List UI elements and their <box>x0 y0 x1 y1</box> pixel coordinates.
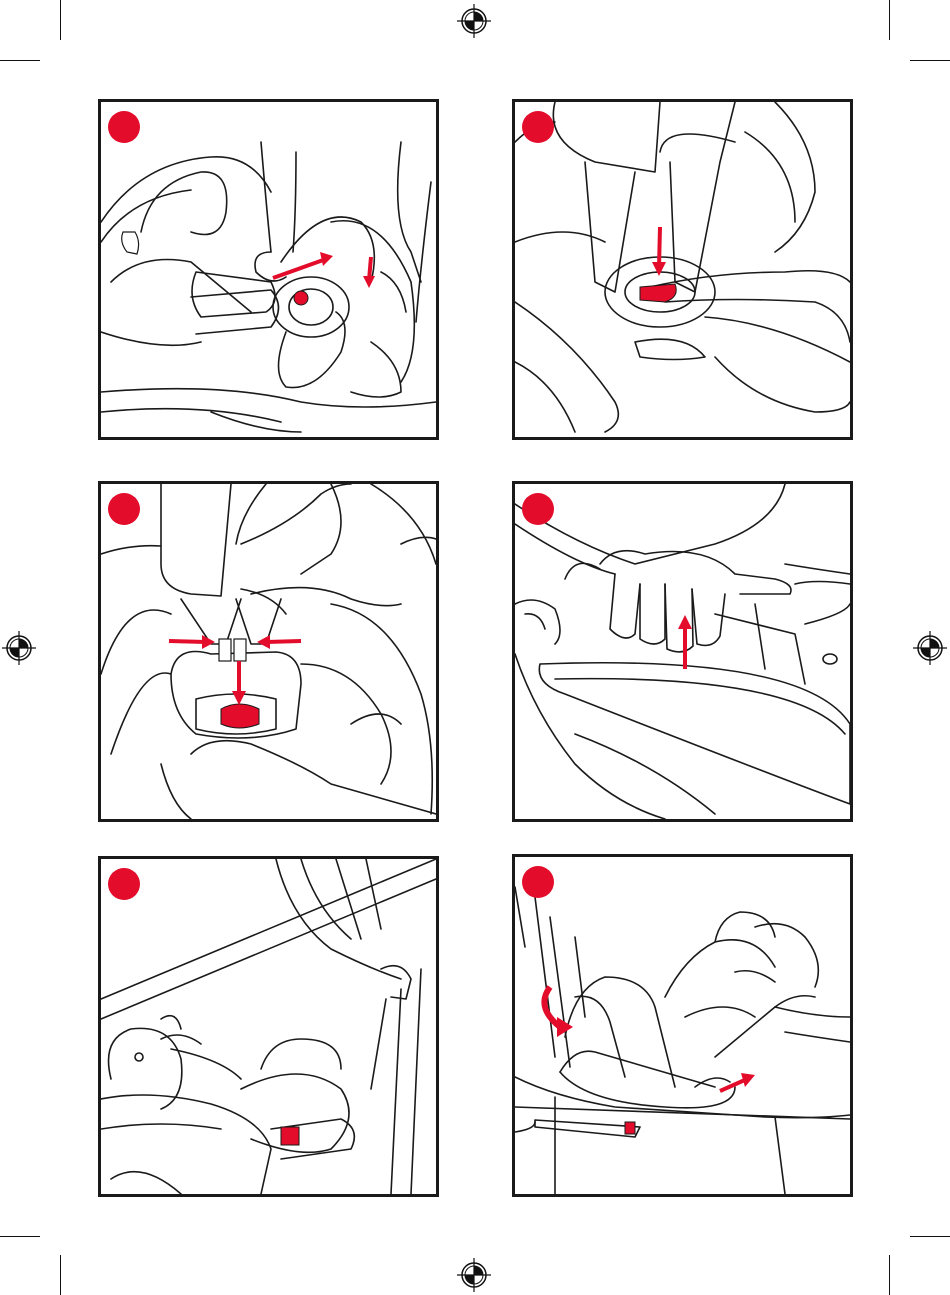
crop-mark <box>0 1236 40 1237</box>
harness-insert-illustration <box>101 484 436 819</box>
step-marker-6 <box>522 866 554 898</box>
step-marker-1 <box>108 111 140 143</box>
crosshair-target-icon <box>2 631 36 665</box>
crop-mark <box>60 1255 61 1295</box>
step-marker-4 <box>522 493 554 525</box>
crop-mark <box>0 60 40 61</box>
illustration-panel-6 <box>512 854 853 1197</box>
crosshair-target-icon <box>457 4 491 38</box>
buckle-release-illustration <box>101 102 436 437</box>
illustration-panel-3 <box>98 481 439 822</box>
crop-mark <box>910 60 950 61</box>
illustration-panel-5 <box>98 856 439 1197</box>
crop-mark <box>889 0 890 40</box>
child-seatbelt-illustration <box>101 859 436 1194</box>
step-marker-5 <box>108 868 140 900</box>
crop-mark <box>889 1255 890 1295</box>
illustration-panel-4 <box>512 481 853 822</box>
step-marker-2 <box>522 111 554 143</box>
crop-mark <box>910 1236 950 1237</box>
illustration-panel-1 <box>98 99 439 440</box>
illustration-panel-2 <box>512 99 853 440</box>
rotate-seat-illustration <box>515 857 850 1194</box>
buckle-press-illustration <box>515 102 850 437</box>
lift-bar-illustration <box>515 484 850 819</box>
step-marker-3 <box>108 493 140 525</box>
crop-mark <box>60 0 61 40</box>
crosshair-target-icon <box>457 1258 491 1292</box>
crosshair-target-icon <box>913 631 947 665</box>
